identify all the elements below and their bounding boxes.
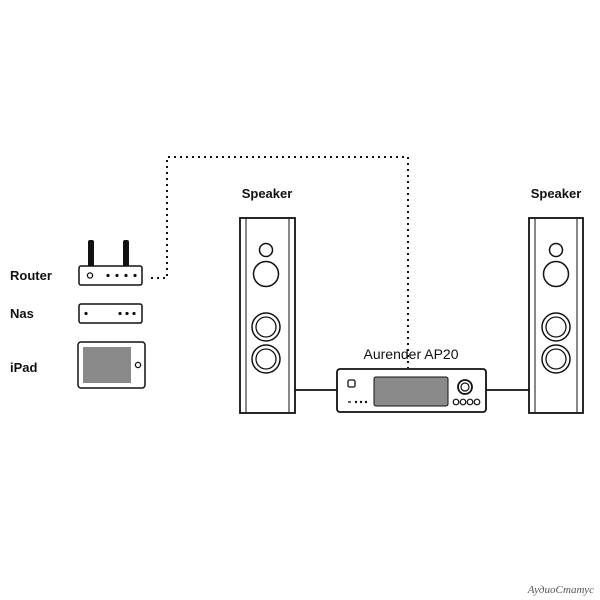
watermark: АудиоСтатус bbox=[527, 584, 594, 596]
speaker-right-label: Speaker bbox=[530, 186, 582, 201]
speaker-left-icon bbox=[239, 217, 296, 414]
nas-icon bbox=[78, 303, 143, 324]
ipad-label: iPad bbox=[10, 360, 38, 375]
amplifier-icon bbox=[336, 368, 487, 413]
router-icon bbox=[78, 240, 143, 286]
amplifier-label: Aurender AP20 bbox=[363, 346, 459, 362]
ipad-icon bbox=[77, 341, 146, 389]
nas-label: Nas bbox=[10, 306, 34, 321]
speaker-left-label: Speaker bbox=[241, 186, 293, 201]
speaker-right-icon bbox=[528, 217, 584, 414]
router-label: Router bbox=[10, 268, 52, 283]
